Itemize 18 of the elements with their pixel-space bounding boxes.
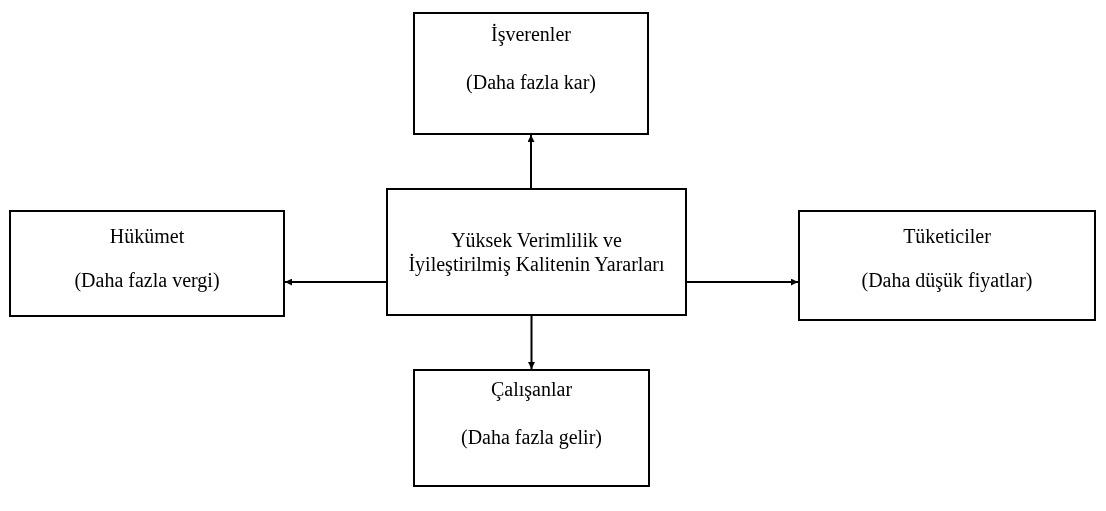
arrow [686,278,799,286]
stakeholder-box [413,369,650,487]
arrow [527,134,535,189]
stakeholder-box [798,210,1096,321]
box-heading: İşverenler [491,22,571,46]
stakeholder-box [413,12,649,135]
box-note: (Daha fazla gelir) [461,425,602,449]
box-note: (Daha fazla kar) [466,70,596,94]
arrow [284,278,387,286]
central-box [386,188,687,316]
box-heading: Yüksek Verimlilik ve İyileştirilmiş Kalitenin Yararları [407,228,666,276]
box-note: (Daha fazla vergi) [74,268,220,292]
box-heading: Çalışanlar [490,377,573,401]
stakeholder-box [9,210,285,317]
box-heading: Tüketiciler [903,224,991,248]
arrow [528,315,535,370]
box-heading: Hükümet [109,224,185,248]
box-note: (Daha düşük fiyatlar) [861,268,1033,292]
